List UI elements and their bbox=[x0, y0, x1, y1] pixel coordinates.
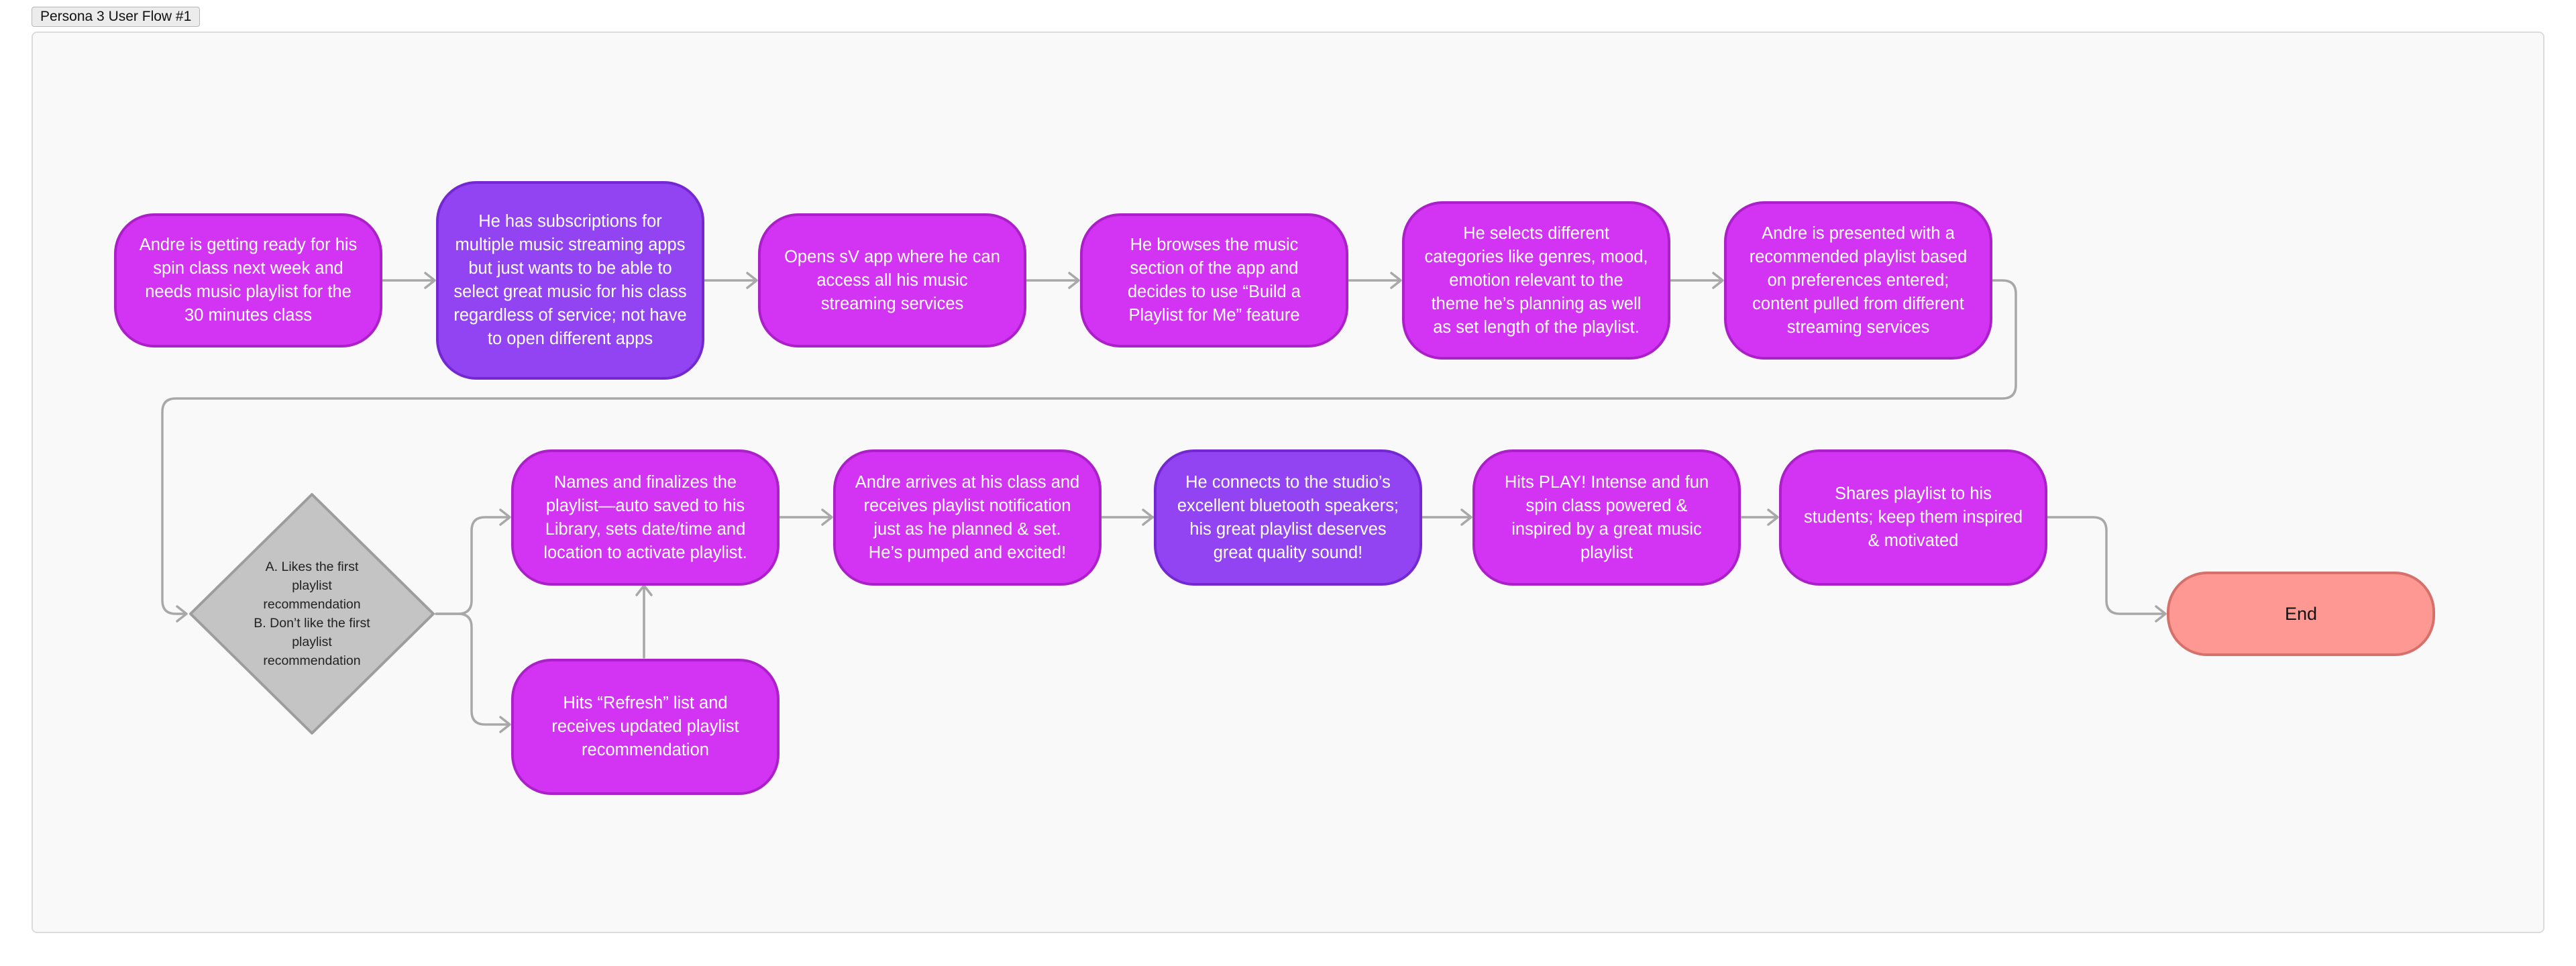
step-10-hits-play[interactable]: Hits PLAY! Intense and fun spin class po… bbox=[1472, 449, 1741, 586]
step-2-subscriptions[interactable]: He has subscriptions for multiple music … bbox=[436, 181, 704, 380]
arrow-s1-s2 bbox=[381, 272, 436, 289]
arrow-s3-s4 bbox=[1025, 272, 1080, 289]
arrow-s10-s11 bbox=[1738, 508, 1779, 526]
step-4-browse-music[interactable]: He browses the music section of the app … bbox=[1080, 213, 1348, 347]
arrow-s5-s6 bbox=[1669, 272, 1724, 289]
arrow-decision-s7 bbox=[435, 508, 511, 615]
arrow-s12-s7 bbox=[635, 584, 653, 659]
step-6-recommended-playlist[interactable]: Andre is presented with a recommended pl… bbox=[1724, 201, 1992, 360]
end-terminal[interactable]: End bbox=[2167, 572, 2435, 656]
step-12-refresh-list[interactable]: Hits “Refresh” list and receives updated… bbox=[511, 659, 780, 795]
step-11-share-playlist[interactable]: Shares playlist to his students; keep th… bbox=[1779, 449, 2047, 586]
step-7-name-finalize[interactable]: Names and finalizes the playlist—auto sa… bbox=[511, 449, 780, 586]
arrow-s11-end bbox=[2046, 516, 2167, 623]
decision-label: A. Likes the first playlist recommendati… bbox=[245, 552, 379, 676]
step-5-select-categories[interactable]: He selects different categories like gen… bbox=[1402, 201, 1670, 360]
decision-diamond[interactable]: A. Likes the first playlist recommendati… bbox=[188, 492, 436, 736]
decision-option-a: A. Likes the first playlist recommendati… bbox=[263, 559, 361, 612]
frame-title[interactable]: Persona 3 User Flow #1 bbox=[32, 7, 201, 27]
step-8-arrives-class[interactable]: Andre arrives at his class and receives … bbox=[833, 449, 1102, 586]
decision-option-b: B. Don’t like the first playlist recomme… bbox=[254, 616, 370, 668]
decision-shape bbox=[189, 493, 435, 735]
step-9-bluetooth-speakers[interactable]: He connects to the studio’s excellent bl… bbox=[1154, 449, 1422, 586]
arrow-s7-s8 bbox=[777, 508, 833, 526]
step-1-get-ready[interactable]: Andre is getting ready for his spin clas… bbox=[114, 213, 382, 347]
arrow-s6-decision bbox=[161, 279, 2017, 623]
arrow-decision-s12 bbox=[435, 612, 511, 733]
arrow-s8-s9 bbox=[1099, 508, 1154, 526]
step-3-open-app[interactable]: Opens sV app where he can access all his… bbox=[758, 213, 1026, 347]
arrow-s2-s3 bbox=[703, 272, 758, 289]
arrow-s4-s5 bbox=[1347, 272, 1402, 289]
